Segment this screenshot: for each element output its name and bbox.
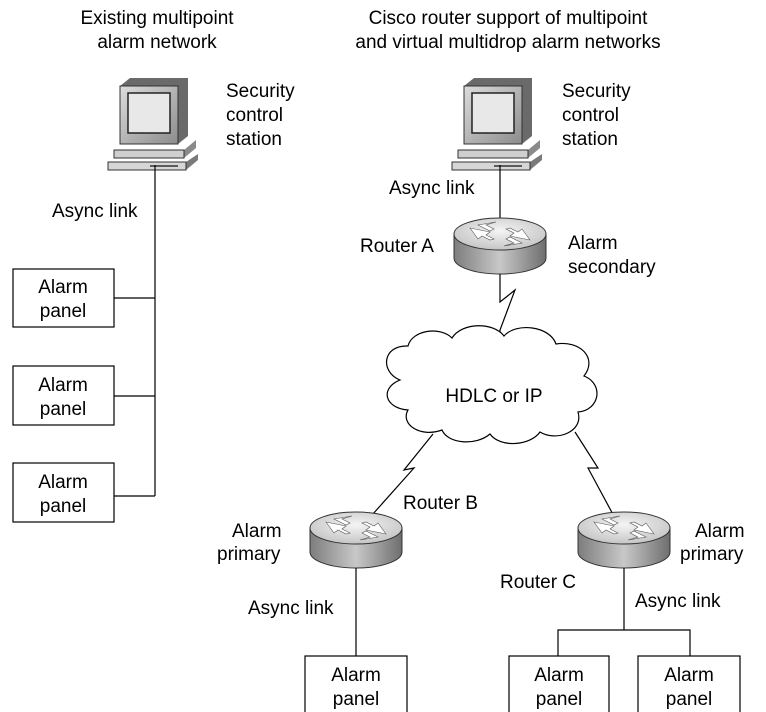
right-computer-icon bbox=[451, 77, 543, 171]
router-c-async-label: Async link bbox=[635, 591, 721, 612]
router-b-async-label: Async link bbox=[248, 598, 334, 619]
network-cloud-icon bbox=[385, 325, 598, 445]
router-c-serial-link bbox=[574, 431, 617, 521]
left-station-label-1: Security bbox=[226, 81, 295, 102]
left-panel-1-line1: Alarm bbox=[38, 277, 88, 298]
left-title-line1: Existing multipoint bbox=[80, 8, 234, 29]
left-title-line2: alarm network bbox=[97, 32, 217, 53]
right-title-line1: Cisco router support of multipoint bbox=[369, 8, 649, 29]
cloud-label: HDLC or IP bbox=[445, 386, 542, 407]
router-c-role-line2: primary bbox=[680, 544, 744, 565]
router-a-async-label: Async link bbox=[389, 178, 475, 199]
left-station-label-2: control bbox=[226, 105, 283, 126]
right-station-label-3: station bbox=[562, 129, 618, 150]
right-station-label-2: control bbox=[562, 105, 619, 126]
left-panel-2-line2: panel bbox=[40, 399, 87, 420]
router-b-name: Router B bbox=[403, 493, 478, 514]
left-panel-1-line2: panel bbox=[40, 301, 87, 322]
router-c-name: Router C bbox=[500, 572, 576, 593]
left-panel-3-line1: Alarm bbox=[38, 472, 88, 493]
router-c-panel-1-line2: panel bbox=[536, 689, 583, 710]
router-c-alarm-panel-2 bbox=[637, 655, 741, 712]
router-b-panel-line1: Alarm bbox=[331, 665, 381, 686]
router-c-panel-1-line1: Alarm bbox=[534, 665, 584, 686]
router-b-role-line2: primary bbox=[217, 544, 281, 565]
router-c-panel-2-line1: Alarm bbox=[664, 665, 714, 686]
router-b-serial-link bbox=[363, 433, 434, 525]
left-alarm-panel-2 bbox=[12, 365, 115, 426]
router-c-icon bbox=[577, 511, 671, 569]
left-panel-2-line1: Alarm bbox=[38, 375, 88, 396]
router-c-role-line1: Alarm bbox=[695, 521, 745, 542]
left-station-label-3: station bbox=[226, 129, 282, 150]
left-computer-icon bbox=[107, 77, 199, 171]
router-a-role-line2: secondary bbox=[568, 257, 656, 278]
router-a-name: Router A bbox=[360, 236, 434, 257]
router-c-split-line bbox=[557, 629, 691, 656]
router-a-icon bbox=[453, 217, 547, 275]
router-b-role-line1: Alarm bbox=[232, 521, 282, 542]
router-b-alarm-panel bbox=[304, 655, 408, 712]
left-async-link-label: Async link bbox=[52, 201, 138, 222]
router-b-icon bbox=[309, 511, 403, 569]
right-title-line2: and virtual multidrop alarm networks bbox=[355, 32, 660, 53]
router-c-panel-2-line2: panel bbox=[666, 689, 713, 710]
right-station-label-1: Security bbox=[562, 81, 631, 102]
left-panel-3-line2: panel bbox=[40, 496, 87, 517]
router-c-alarm-panel-1 bbox=[508, 655, 610, 712]
router-a-role-line1: Alarm bbox=[568, 233, 618, 254]
router-b-panel-line2: panel bbox=[333, 689, 380, 710]
left-alarm-panel-3 bbox=[12, 462, 115, 523]
